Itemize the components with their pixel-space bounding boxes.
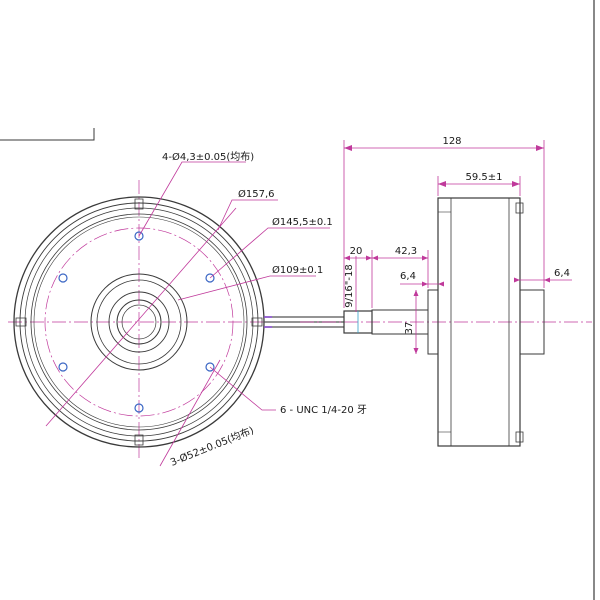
front-view: 4-Ø4,3±0.05(均布) Ø157,6 Ø145,5±0.1 Ø109±0… (8, 151, 367, 469)
label-holes: 4-Ø4,3±0.05(均布) (162, 151, 254, 163)
arrowheads (344, 145, 550, 354)
label-shaft-20: 20 (350, 246, 363, 257)
label-outer-dia: Ø157,6 (238, 188, 275, 200)
tapped-hole (58, 362, 68, 372)
leader-holes (138, 161, 246, 237)
flange-ring-inner (33, 216, 245, 428)
label-body-width: 59.5±1 (465, 172, 502, 183)
body-inner (450, 197, 510, 447)
hub-step (108, 291, 170, 353)
leader-bolt-circle (209, 227, 330, 279)
rim-notch-left (15, 317, 27, 327)
label-step-right: 6,4 (554, 268, 570, 279)
hub-right (519, 289, 545, 355)
label-inner-dia: Ø109±0.1 (272, 264, 323, 276)
tapped-holes (58, 231, 215, 413)
label-bolt-circle: Ø145,5±0.1 (272, 216, 333, 228)
pitch-arc-line (159, 359, 221, 467)
bolt-head-bottom (515, 431, 524, 443)
tapped-hole (134, 231, 144, 241)
bolt-head-top (515, 202, 524, 214)
front-leaders (45, 161, 330, 467)
label-total-width: 128 (442, 136, 461, 147)
tapped-hole (134, 403, 144, 413)
label-tapped: 6 - UNC 1/4-20 牙 (280, 404, 367, 416)
outer-rim-step (24, 207, 254, 437)
tapped-hole (205, 273, 215, 283)
leader-inner-dia (177, 275, 316, 301)
outer-rim-inner (19, 202, 259, 442)
rim-notch-top (134, 198, 144, 210)
title-block-corner (0, 128, 95, 141)
label-step-left: 6,4 (400, 271, 416, 282)
hub-ring (96, 279, 182, 365)
bolt-circle-centerline (44, 227, 234, 417)
label-pitch: 3-Ø52±0.05(均布) (169, 424, 256, 469)
tapped-hole (58, 273, 68, 283)
leader-outer-dia (217, 199, 278, 231)
label-shaft-42: 42,3 (395, 246, 417, 257)
outer-dia-diagonal (45, 207, 237, 427)
leader-tapped (209, 366, 276, 411)
rim-notch-bottom (134, 434, 144, 446)
rim-notch-right (251, 317, 263, 327)
label-thread: 9/16"-18 (344, 264, 355, 307)
label-hub-dia: 37 (404, 322, 415, 335)
hub-outer (90, 273, 188, 371)
hub-bore (116, 299, 162, 345)
hub-bore-inner (121, 304, 157, 340)
side-view: 128 59.5±1 20 42,3 6,4 6,4 37 9/16"-18 (300, 136, 592, 447)
flange-ring (30, 213, 248, 431)
tapped-hole (205, 362, 215, 372)
